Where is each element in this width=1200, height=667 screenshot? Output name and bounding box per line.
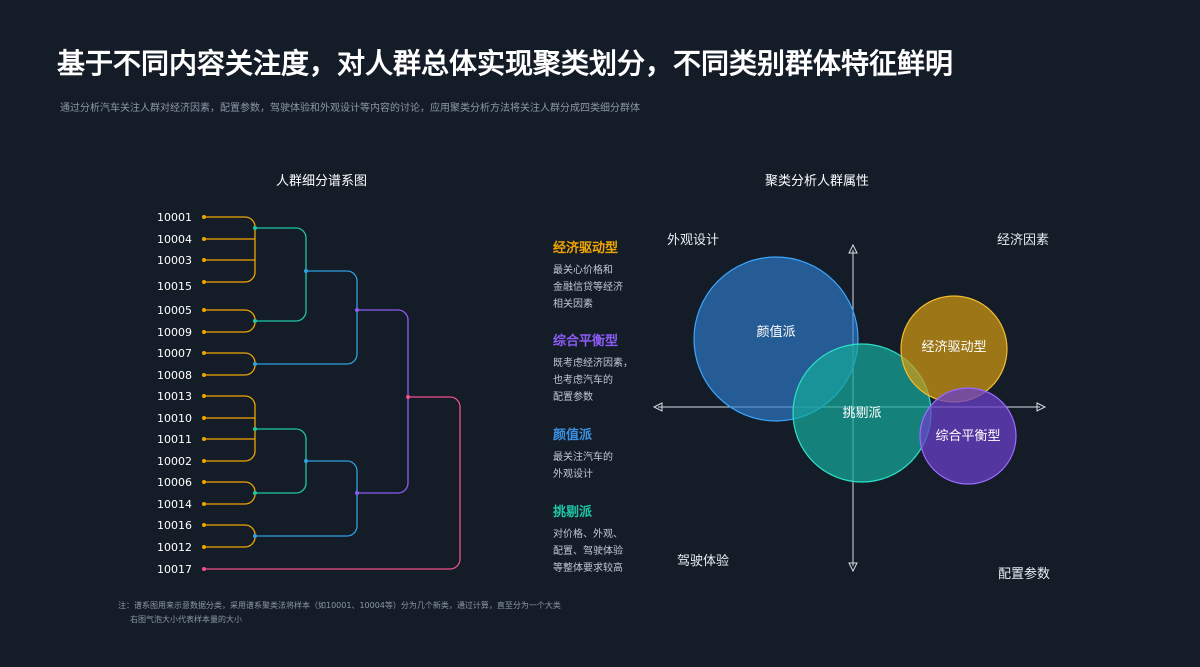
quadrant-label-top-right: 经济因素 xyxy=(997,233,1049,248)
leaf-label: 10007 xyxy=(157,347,192,360)
leaf-label: 10006 xyxy=(157,476,192,489)
desc-line: 配置参数 xyxy=(553,392,593,403)
leaf-label: 10002 xyxy=(157,455,192,468)
leaf-label: 10004 xyxy=(157,233,192,246)
desc-line: 对价格、外观、 xyxy=(553,529,623,540)
leaf-label: 10015 xyxy=(157,280,192,293)
bubble-label-looks: 颜值派 xyxy=(756,324,795,340)
page-title: 基于不同内容关注度，对人群总体实现聚类划分，不同类别群体特征鲜明 xyxy=(57,47,954,80)
leaf-label: 10003 xyxy=(157,254,192,267)
desc-line: 金融信贷等经济 xyxy=(553,282,623,293)
cluster-type-looks: 颜值派 最关注汽车的 外观设计 xyxy=(553,424,663,483)
cluster-type-desc: 既考虑经济因素， 也考虑汽车的 配置参数 xyxy=(553,355,663,406)
page-subtitle: 通过分析汽车关注人群对经济因素，配置参数，驾驶体验和外观设计等内容的讨论，应用聚… xyxy=(60,103,640,114)
desc-line: 配置、驾驶体验 xyxy=(553,546,623,557)
quadrant-label-bottom-left: 驾驶体验 xyxy=(677,553,729,569)
leaf-label: 10016 xyxy=(157,519,192,532)
leaf-label: 10012 xyxy=(157,541,192,554)
cluster-type-economic: 经济驱动型 最关心价格和 金融信贷等经济 相关因素 xyxy=(553,237,663,313)
cluster-type-name: 经济驱动型 xyxy=(553,241,619,256)
leaf-label: 10001 xyxy=(157,211,192,224)
bubble-label-economic: 经济驱动型 xyxy=(921,340,986,355)
desc-line: 等整体要求较高 xyxy=(553,563,623,574)
bubble-label-balanced: 综合平衡型 xyxy=(935,429,1000,444)
dendrogram-note-line1: 注：谱系图用来示意数据分类，采用谱系聚类法将样本（如10001、10004等）分… xyxy=(118,601,561,610)
leaf-label: 10017 xyxy=(157,563,192,576)
desc-line: 最关心价格和 xyxy=(553,265,613,276)
leaf-label: 10008 xyxy=(157,369,192,382)
cluster-type-desc: 最关注汽车的 外观设计 xyxy=(553,449,663,483)
dendrogram-title: 人群细分谱系图 xyxy=(276,174,368,189)
arrow-left-icon xyxy=(652,402,663,412)
desc-line: 外观设计 xyxy=(553,469,593,480)
desc-line: 最关注汽车的 xyxy=(553,452,613,463)
quadrant-label-top-left: 外观设计 xyxy=(667,233,719,248)
desc-line: 既考虑经济因素， xyxy=(553,358,633,369)
arrow-down-icon xyxy=(848,562,858,573)
quadrant-label-bottom-right: 配置参数 xyxy=(998,566,1050,582)
arrow-right-icon xyxy=(1036,402,1047,412)
dendrogram-note-line2: 右图气泡大小代表样本量的大小 xyxy=(130,615,242,624)
bubble-label-picky: 挑剔派 xyxy=(842,406,881,421)
leaf-label: 10014 xyxy=(157,498,192,511)
leaf-label: 10011 xyxy=(157,433,192,446)
bubble-balanced xyxy=(919,387,1017,485)
leaf-label: 10005 xyxy=(157,304,192,317)
leaf-label: 10010 xyxy=(157,412,192,425)
cluster-type-desc: 最关心价格和 金融信贷等经济 相关因素 xyxy=(553,262,663,313)
desc-line: 相关因素 xyxy=(553,299,593,310)
cluster-type-name: 挑剔派 xyxy=(553,505,593,520)
arrow-up-icon xyxy=(848,243,858,254)
cluster-type-name: 综合平衡型 xyxy=(553,334,619,349)
cluster-type-name: 颜值派 xyxy=(553,428,593,443)
cluster-type-desc: 对价格、外观、 配置、驾驶体验 等整体要求较高 xyxy=(553,526,663,577)
cluster-type-balanced: 综合平衡型 既考虑经济因素， 也考虑汽车的 配置参数 xyxy=(553,330,663,406)
cluster-type-picky: 挑剔派 对价格、外观、 配置、驾驶体验 等整体要求较高 xyxy=(553,501,663,577)
leaf-label: 10013 xyxy=(157,390,192,403)
desc-line: 也考虑汽车的 xyxy=(553,375,613,386)
bubble-chart-title: 聚类分析人群属性 xyxy=(765,174,870,189)
leaf-label: 10009 xyxy=(157,326,192,339)
